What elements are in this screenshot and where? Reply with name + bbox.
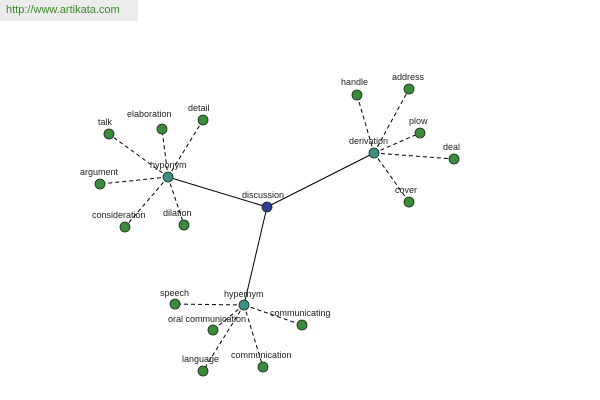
node-talk[interactable] <box>103 128 115 140</box>
edge-hypernym <box>243 206 268 306</box>
edge-hyponym-talk <box>108 133 169 178</box>
edge-hyponym <box>167 176 268 208</box>
label-detail: detail <box>188 103 210 113</box>
edge-derivation-cover <box>373 152 410 203</box>
label-talk: talk <box>98 117 113 127</box>
label-communication: communication <box>231 350 292 360</box>
label-language: language <box>182 354 219 364</box>
edge-hyponym-dilation <box>167 176 185 226</box>
graph-labels: discussion hyponym talk elaboration detail ar… <box>80 72 460 364</box>
edge-hyponym-argument <box>99 176 169 185</box>
label-communicating: communicating <box>270 308 331 318</box>
node-derivation[interactable] <box>368 147 380 159</box>
label-hypernym: hypernym <box>224 289 264 299</box>
label-handle: handle <box>341 77 368 87</box>
label-derivation: derivation <box>349 136 388 146</box>
node-detail[interactable] <box>197 114 209 126</box>
edge-derivation-deal <box>373 152 455 160</box>
edge-hypernym-communication <box>243 304 264 368</box>
node-discussion[interactable] <box>261 201 273 213</box>
node-address[interactable] <box>403 83 415 95</box>
label-plow: plow <box>409 116 428 126</box>
node-communication[interactable] <box>257 361 269 373</box>
edge-hypernym-language <box>202 304 245 372</box>
site-url-link[interactable]: http://www.artikata.com <box>6 4 120 16</box>
node-language[interactable] <box>197 365 209 377</box>
label-speech: speech <box>160 288 189 298</box>
node-consideration[interactable] <box>119 221 131 233</box>
label-address: address <box>392 72 425 82</box>
node-plow[interactable] <box>414 127 426 139</box>
label-elaboration: elaboration <box>127 109 172 119</box>
node-hypernym[interactable] <box>238 299 250 311</box>
node-deal[interactable] <box>448 153 460 165</box>
edge-hyponym-consideration <box>124 176 169 228</box>
node-dilation[interactable] <box>178 219 190 231</box>
label-oral-communication: oral communication <box>168 314 246 324</box>
edge-derivation-plow <box>373 132 421 154</box>
node-speech[interactable] <box>169 298 181 310</box>
label-argument: argument <box>80 167 119 177</box>
edge-derivation <box>266 152 375 208</box>
node-communicating[interactable] <box>296 319 308 331</box>
edge-derivation-address <box>373 88 410 154</box>
node-argument[interactable] <box>94 178 106 190</box>
node-elaboration[interactable] <box>156 123 168 135</box>
label-dilation: dilation <box>163 208 192 218</box>
node-handle[interactable] <box>351 89 363 101</box>
edge-hypernym-speech <box>174 303 245 306</box>
node-oral-communication[interactable] <box>207 324 219 336</box>
node-hyponym[interactable] <box>162 171 174 183</box>
label-hyponym: hyponym <box>150 160 187 170</box>
label-cover: cover <box>395 185 417 195</box>
edge-derivation-handle <box>356 94 375 154</box>
label-discussion: discussion <box>242 190 284 200</box>
label-consideration: consideration <box>92 210 146 220</box>
edge-hypernym-communicating <box>243 304 303 326</box>
graph-edges <box>99 88 455 372</box>
label-deal: deal <box>443 142 460 152</box>
node-cover[interactable] <box>403 196 415 208</box>
edge-hyponym-elaboration <box>161 128 169 178</box>
url-banner: http://www.artikata.com <box>0 0 138 21</box>
graph-nodes <box>94 83 460 377</box>
